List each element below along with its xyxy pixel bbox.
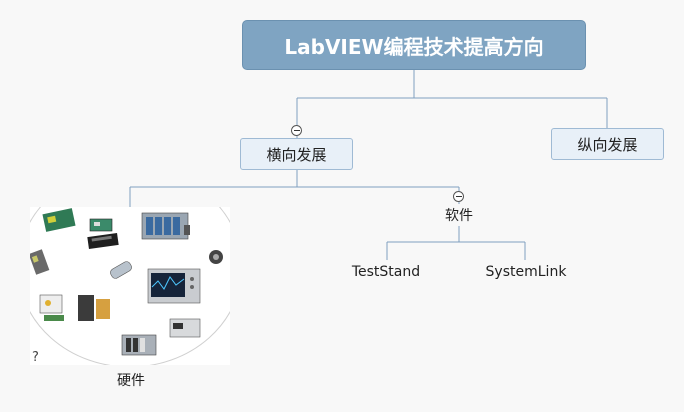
instrument-icon (169, 318, 201, 338)
compact-rio-icon (121, 334, 157, 356)
display-icon (39, 294, 64, 321)
sensor-icon (110, 261, 132, 279)
card-icon (30, 249, 50, 275)
daq-box-icon (87, 232, 119, 250)
oscilloscope-icon (147, 268, 201, 304)
subtopic-software[interactable]: 软件 (445, 208, 473, 224)
collapse-software-icon[interactable] (453, 191, 464, 202)
leaf-teststand[interactable]: TestStand (351, 264, 421, 280)
root-topic[interactable]: LabVIEW编程技术提高方向 (242, 20, 586, 70)
help-icon[interactable]: ? (32, 350, 39, 365)
topic-vertical-development[interactable]: 纵向发展 (551, 128, 664, 160)
leaf-systemlink[interactable]: SystemLink (485, 264, 567, 280)
hardware-collage-icon[interactable] (30, 207, 230, 365)
topic-horizontal-development[interactable]: 横向发展 (240, 138, 353, 170)
pci-card-icon (42, 208, 76, 232)
chassis-icon (141, 212, 190, 240)
collapse-horizontal-icon[interactable] (291, 125, 302, 136)
subtopic-hardware[interactable]: 硬件 (117, 373, 145, 389)
module-icon (89, 218, 113, 232)
board-icon (78, 295, 110, 321)
probe-icon (209, 250, 223, 264)
